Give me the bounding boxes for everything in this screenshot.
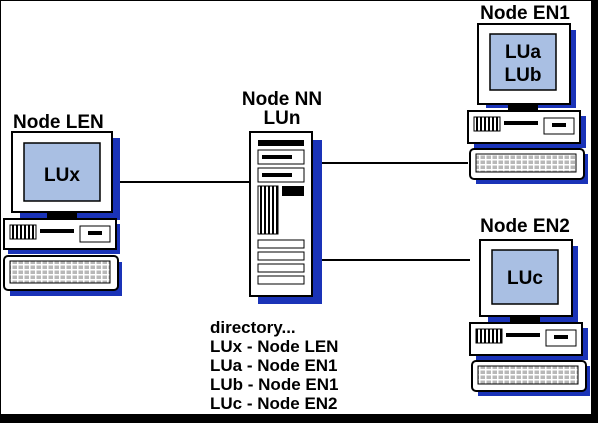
workstation-en2: Node EN2 LUc xyxy=(469,216,590,396)
node-en1-screen xyxy=(489,33,557,91)
node-len-screen xyxy=(23,142,101,202)
node-nn-lu: LUn xyxy=(264,108,301,129)
node-en2-screen xyxy=(491,249,559,305)
node-en2-lu: LUc xyxy=(507,268,543,289)
node-en1-lu-b: LUb xyxy=(505,65,542,86)
node-nn-title: Node NN xyxy=(242,89,322,110)
node-en2-title: Node EN2 xyxy=(480,216,570,237)
node-en1-lu-a: LUa xyxy=(505,42,541,63)
directory-entry: LUa - Node EN1 xyxy=(210,356,338,375)
directory-entry: LUx - Node LEN xyxy=(210,337,338,356)
directory-entry: LUb - Node EN1 xyxy=(210,375,338,394)
directory-list: directory... LUx - Node LEN LUa - Node E… xyxy=(210,318,338,413)
server-nn: Node NN LUn xyxy=(242,89,322,304)
node-en1-title: Node EN1 xyxy=(480,3,570,24)
directory-heading: directory... xyxy=(210,318,296,337)
node-len-lu: LUx xyxy=(44,165,80,186)
node-len-title: Node LEN xyxy=(13,112,104,133)
workstation-len: Node LEN LUx xyxy=(3,112,122,296)
directory-entry: LUc - Node EN2 xyxy=(210,394,338,413)
workstation-en1: Node EN1 LUa LUb xyxy=(467,3,588,184)
